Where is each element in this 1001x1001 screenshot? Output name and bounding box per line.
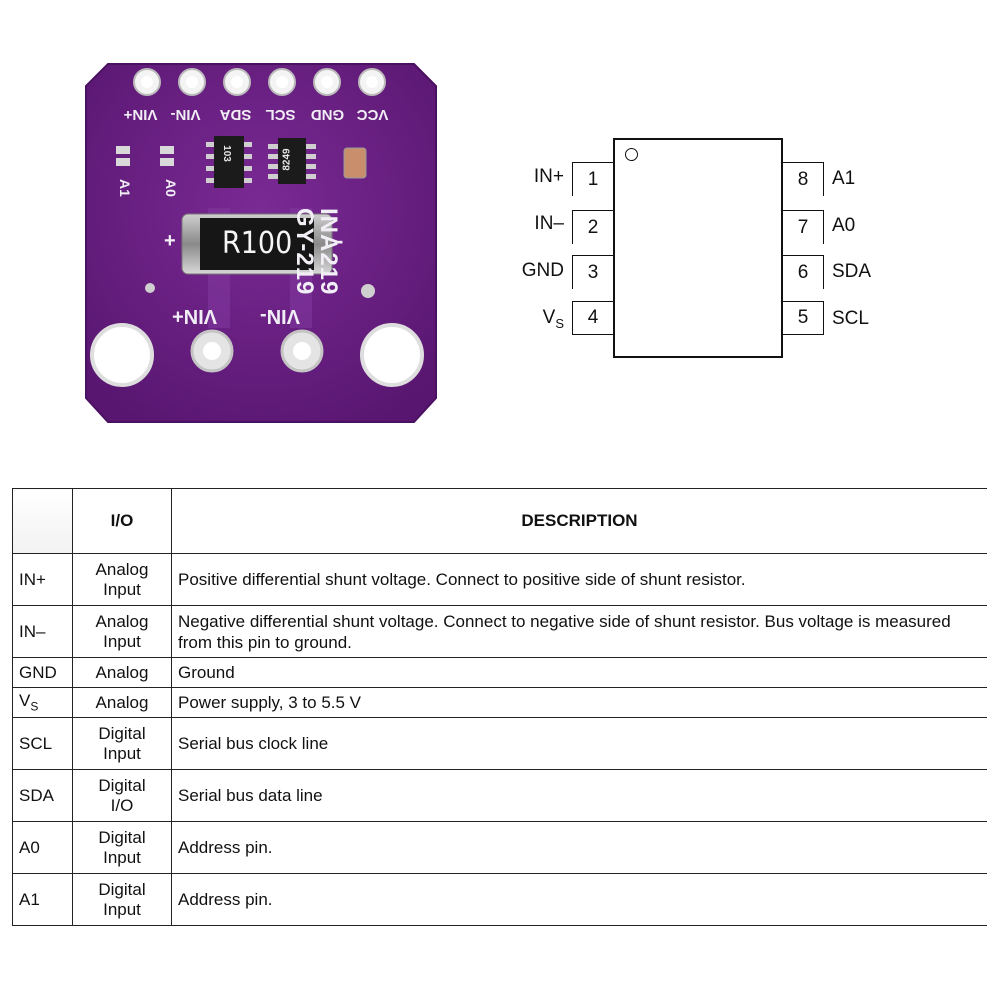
silk-minus: -	[336, 228, 344, 253]
pin-8-box: 8	[782, 162, 824, 196]
cell-description: Negative differential shunt voltage. Con…	[171, 605, 987, 658]
silk-plus: +	[164, 230, 176, 252]
pin-5-box: 5	[782, 301, 824, 335]
silk-vcc: VCC	[356, 106, 389, 123]
silk-vin-plus: VIN+	[123, 106, 158, 123]
mounting-hole-right	[360, 323, 424, 387]
pin-2-box: 2	[572, 210, 614, 244]
pin-7-label: A0	[832, 215, 856, 236]
table-row: VS Analog Power supply, 3 to 5.5 V	[12, 687, 987, 718]
pin-6-label: SDA	[832, 261, 872, 282]
pin-3-label: GND	[521, 260, 564, 281]
pin-6-box: 6	[782, 255, 824, 289]
silk-vin-minus: VIN-	[170, 106, 201, 123]
silk-terminal-vin-minus: VIN-	[260, 305, 300, 327]
mounting-hole-left	[90, 323, 154, 387]
cell-description: Serial bus data line	[171, 769, 987, 822]
cell-pin: A0	[12, 821, 73, 874]
header-pin	[12, 488, 73, 554]
cell-pin: VS	[12, 687, 73, 718]
header-pads	[133, 68, 386, 96]
cell-description: Serial bus clock line	[171, 717, 987, 770]
header-io: I/O	[72, 488, 172, 554]
cell-description: Ground	[171, 657, 987, 688]
silk-a0: A0	[162, 179, 179, 197]
pcb-graphic	[85, 63, 437, 423]
cell-io: Analog	[72, 657, 172, 688]
table-header-row: I/O DESCRIPTION	[12, 488, 987, 554]
pin-1-box: 1	[572, 162, 614, 196]
ic-ina219	[278, 138, 306, 184]
pin-3-box: 3	[572, 255, 614, 289]
pin-4-label: VS	[542, 307, 564, 331]
pin-1-label: IN+	[533, 166, 564, 187]
cell-pin: A1	[12, 873, 73, 926]
pin-8-label: A1	[832, 168, 856, 189]
silk-scl: SCL	[265, 106, 296, 123]
ic-marking-2: 8249	[281, 148, 293, 171]
cell-pin: IN–	[12, 605, 73, 658]
cell-description: Power supply, 3 to 5.5 V	[171, 687, 987, 718]
silk-board-name: GY-219	[291, 208, 318, 296]
pin1-indicator	[625, 148, 638, 161]
capacitor	[343, 147, 367, 179]
cell-pin: SDA	[12, 769, 73, 822]
silk-gnd: GND	[310, 106, 345, 123]
ic-marking-1: 103	[220, 145, 232, 162]
pin-4-box: 4	[572, 301, 614, 335]
ina219-pinout-diagram: 1 2 3 4 IN+ IN– GND VS 8 7 6 5 A1 A0 SDA…	[500, 130, 900, 370]
header-description: DESCRIPTION	[171, 488, 987, 554]
shunt-resistor-label: R100	[222, 226, 293, 261]
cell-description: Positive differential shunt voltage. Con…	[171, 553, 987, 606]
table-row: GND Analog Ground	[12, 657, 987, 688]
cell-io: Analog	[72, 687, 172, 718]
silk-sda: SDA	[219, 106, 252, 123]
cell-pin: SCL	[12, 717, 73, 770]
pin-2-label: IN–	[534, 213, 564, 234]
cell-pin: GND	[12, 657, 73, 688]
cell-description: Address pin.	[171, 821, 987, 874]
silk-a1: A1	[116, 179, 133, 197]
pin-5-label: SCL	[832, 308, 869, 329]
ic-103	[214, 136, 244, 188]
cell-description: Address pin.	[171, 873, 987, 926]
chip-body	[613, 138, 783, 358]
pin-7-box: 7	[782, 210, 824, 244]
cell-pin: IN+	[12, 553, 73, 606]
silk-terminal-vin-plus: VIN+	[172, 305, 218, 327]
ina219-breakout-board: VIN+ VIN- SDA SCL GND VCC 103 8249 A1 A0…	[80, 58, 440, 428]
